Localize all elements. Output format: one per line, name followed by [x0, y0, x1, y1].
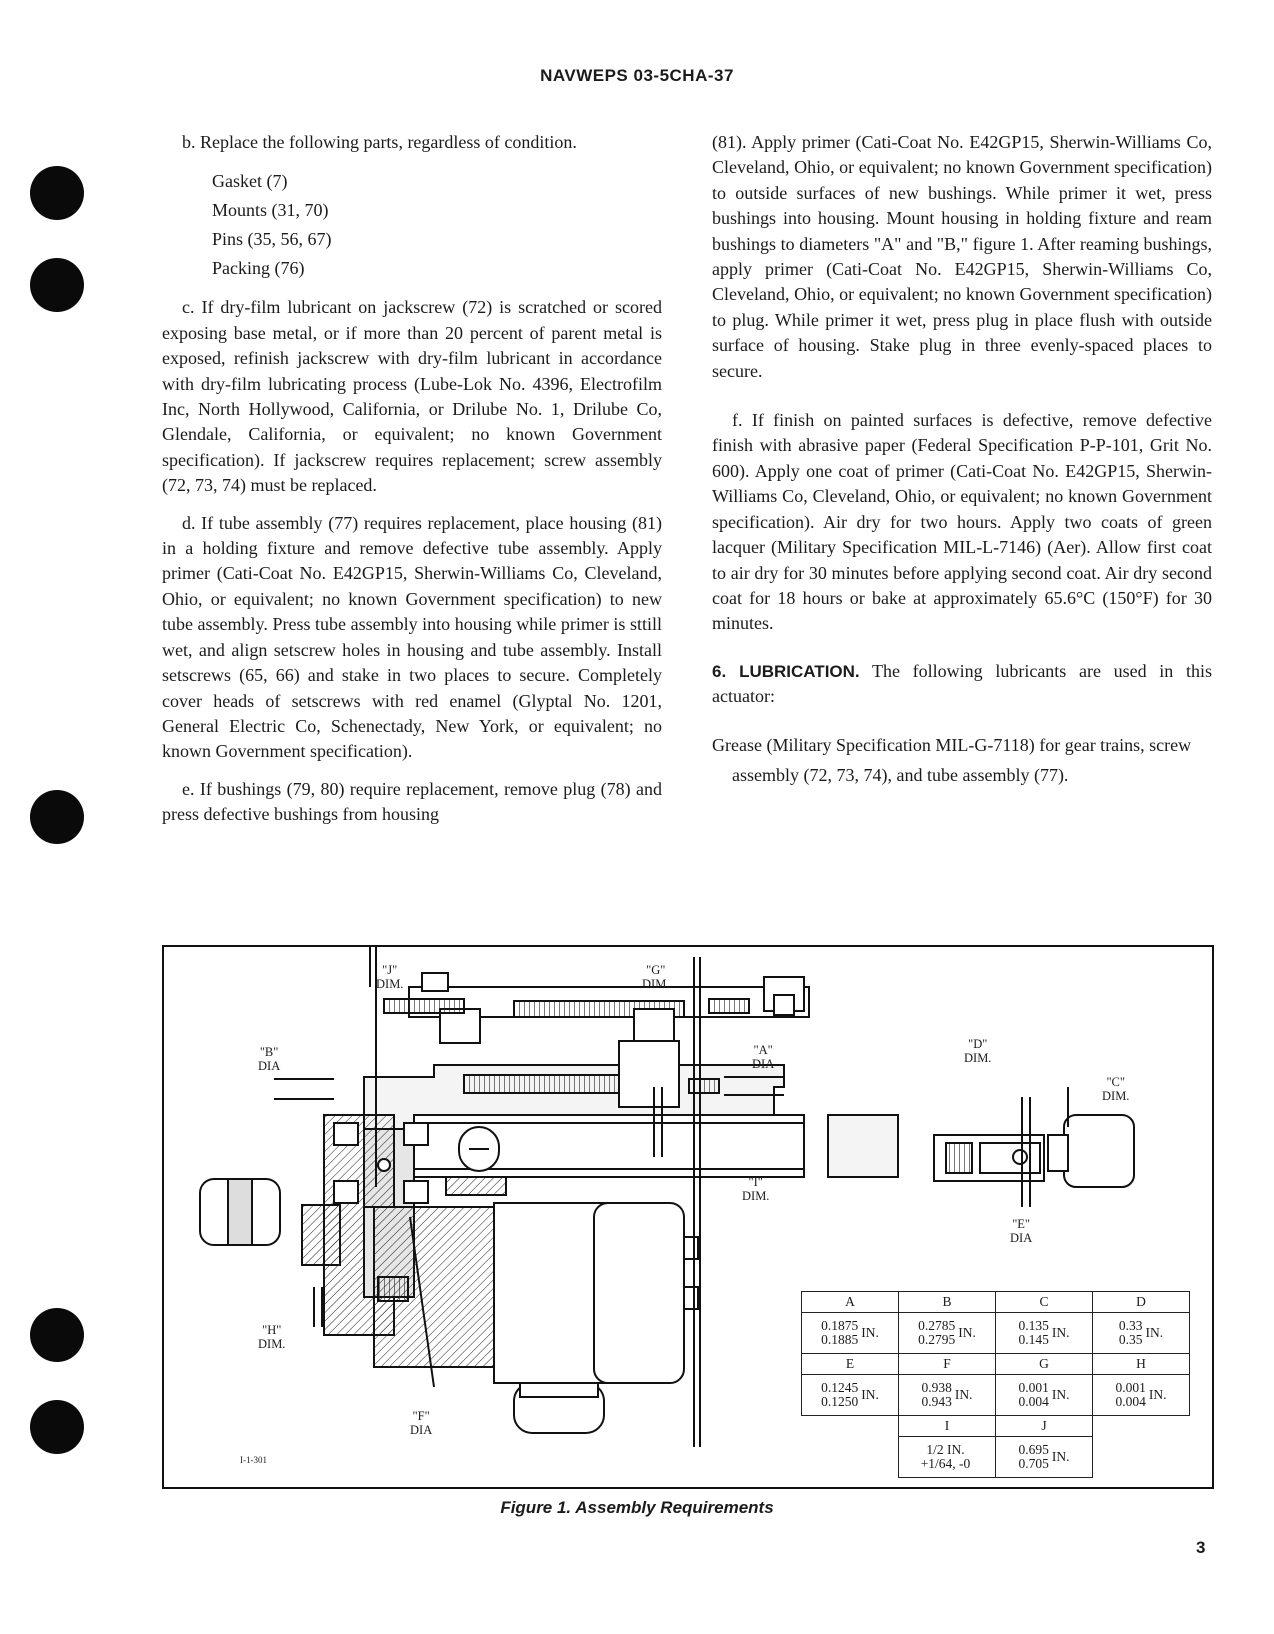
list-item: Packing (76): [212, 258, 305, 279]
paragraph-f: f. If finish on painted surfaces is defe…: [712, 410, 1212, 634]
lubrication-section: 6. LUBRICATION. The following lubricants…: [712, 659, 1212, 710]
table-row: I J: [802, 1415, 1190, 1437]
binder-hole: [30, 1400, 84, 1454]
label-c-dim: "C" DIM.: [1102, 1075, 1130, 1103]
page-number: 3: [1196, 1538, 1206, 1557]
table-blank-cell: [802, 1437, 899, 1478]
table-cell: 1/2 IN.+1/64, -0: [898, 1436, 996, 1478]
paragraph-e: e. If bushings (79, 80) require replacem…: [162, 778, 662, 825]
binder-hole: [30, 1308, 84, 1362]
list-item: Mounts (31, 70): [212, 200, 329, 221]
table-header-cell: J: [995, 1415, 1093, 1437]
table-header-cell: H: [1092, 1353, 1190, 1375]
label-h-dim: "H" DIM.: [258, 1323, 286, 1351]
assembly-drawing: [199, 947, 1135, 1447]
paragraph-e-continued: (81). Apply primer (Cati-Coat No. E42GP1…: [712, 132, 1212, 381]
table-header-cell: G: [995, 1353, 1093, 1375]
binder-hole: [30, 166, 84, 220]
label-f-dia: "F" DIA: [410, 1409, 433, 1437]
paragraph-c: c. If dry-film lubricant on jackscrew (7…: [162, 297, 662, 496]
label-g-dim: "G" DIM.: [642, 963, 670, 991]
parts-list: Gasket (7) Mounts (31, 70) Pins (35, 56,…: [212, 167, 662, 283]
label-e-dia: "E" DIA: [1010, 1217, 1033, 1245]
left-column: b. Replace the following parts, regardle…: [162, 130, 662, 840]
right-column: (81). Apply primer (Cati-Coat No. E42GP1…: [712, 130, 1212, 802]
label-i-dim: "I" DIM.: [742, 1175, 770, 1203]
label-a-dia: "A" DIA: [752, 1043, 775, 1071]
paragraph-b: b. Replace the following parts, regardle…: [182, 132, 577, 152]
label-j-dim: "J" DIM.: [376, 963, 404, 991]
binder-hole: [30, 258, 84, 312]
table-blank-cell: [1093, 1416, 1190, 1437]
table-header-cell: F: [898, 1353, 996, 1375]
table-header-cell: C: [995, 1291, 1093, 1313]
grease-item: Grease (Military Specification MIL-G-711…: [712, 734, 1192, 785]
table-blank-cell: [1093, 1437, 1190, 1478]
figure-caption: Figure 1. Assembly Requirements: [500, 1498, 774, 1517]
table-header-cell: B: [898, 1291, 996, 1313]
table-header-cell: I: [898, 1415, 996, 1437]
section-heading: 6. LUBRICATION.: [712, 661, 860, 681]
table-row: A B C D: [801, 1291, 1190, 1313]
document-header: NAVWEPS 03-5CHA-37: [540, 66, 734, 85]
figure-assembly-requirements: "J" DIM. "G" DIM. "B" DIA "A" DIA "D" DI…: [162, 945, 1214, 1489]
table-header-cell: A: [801, 1291, 899, 1313]
table-header-cell: D: [1092, 1291, 1190, 1313]
list-item: Pins (35, 56, 67): [212, 229, 332, 250]
paragraph-d: d. If tube assembly (77) requires replac…: [162, 512, 662, 762]
list-item: Gasket (7): [212, 171, 288, 192]
drawing-number: I-1-301: [240, 1455, 267, 1465]
table-blank-cell: [802, 1416, 899, 1437]
table-header-cell: E: [801, 1353, 899, 1375]
label-b-dia: "B" DIA: [258, 1045, 281, 1073]
binder-hole: [30, 790, 84, 844]
label-d-dim: "D" DIM.: [964, 1037, 992, 1065]
section-intro: The following lubricants are used in thi…: [712, 660, 1212, 707]
table-row: E F G H: [801, 1353, 1190, 1375]
